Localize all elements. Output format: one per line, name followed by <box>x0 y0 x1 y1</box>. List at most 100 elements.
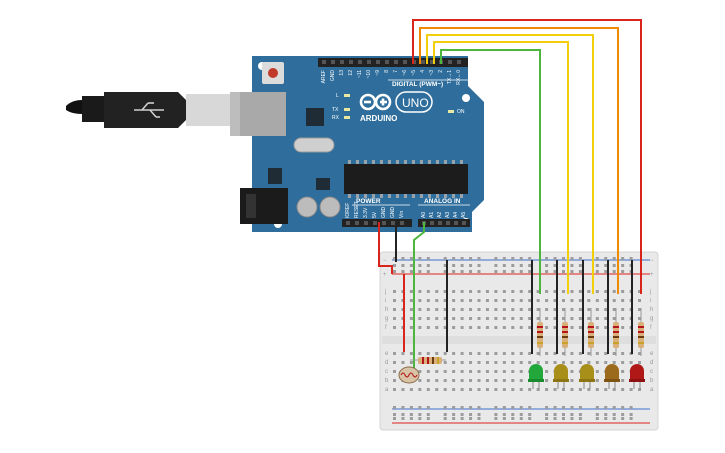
terminal-hole <box>562 308 565 311</box>
terminal-hole <box>612 299 616 302</box>
terminal-hole <box>621 388 625 391</box>
rail-hole <box>528 413 532 416</box>
rail-hole <box>409 257 413 260</box>
terminal-hole <box>511 379 515 382</box>
terminal-hole <box>519 299 523 302</box>
terminal-hole <box>477 308 481 311</box>
rail-hole <box>519 257 523 260</box>
svg-text:+: + <box>650 272 654 278</box>
rail-hole <box>443 417 447 420</box>
rail-hole <box>578 417 582 420</box>
terminal-hole <box>502 290 506 293</box>
rail-hole <box>629 417 633 420</box>
led-green <box>528 364 544 389</box>
terminal-hole <box>595 326 599 329</box>
terminal-hole <box>519 370 523 373</box>
terminal-hole <box>435 299 439 302</box>
terminal-hole <box>443 299 447 302</box>
digital-pin-label: 7 <box>393 70 399 73</box>
digital-pin-label: 2 <box>438 70 444 73</box>
rail-hole <box>570 270 574 273</box>
rail-hole <box>511 406 515 409</box>
header-pin <box>430 60 434 64</box>
terminal-hole <box>553 308 557 311</box>
header-pin <box>382 221 386 225</box>
terminal-hole <box>426 317 430 320</box>
rail-hole <box>621 264 625 267</box>
terminal-hole <box>435 352 439 355</box>
terminal-hole <box>511 299 515 302</box>
rail-hole <box>426 417 430 420</box>
header-pin <box>462 221 466 225</box>
terminal-hole <box>502 379 506 382</box>
row-label: g <box>385 316 388 322</box>
terminal-hole <box>393 326 396 329</box>
terminal-hole <box>485 299 489 302</box>
terminal-hole <box>545 299 549 302</box>
terminal-hole <box>452 361 456 364</box>
rail-hole <box>409 270 413 273</box>
digital-pin-label: ~10 <box>366 70 372 79</box>
header-pin <box>457 60 461 64</box>
analog-pin-label: A2 <box>437 212 443 218</box>
terminal-hole <box>578 290 582 293</box>
rail-hole <box>426 413 430 416</box>
resistor <box>613 308 619 356</box>
terminal-hole <box>595 379 599 382</box>
terminal-hole <box>604 361 608 364</box>
terminal-hole <box>477 370 481 373</box>
rail-hole <box>477 257 481 260</box>
header-pin <box>394 60 398 64</box>
header-pin <box>446 221 450 225</box>
terminal-hole <box>528 308 532 311</box>
digital-pin-label: 13 <box>339 70 345 76</box>
analog-in-label: ANALOG IN <box>424 198 461 205</box>
rail-hole <box>452 270 456 273</box>
terminal-hole <box>401 352 405 355</box>
rail-hole <box>418 406 422 409</box>
rail-hole <box>553 406 557 409</box>
terminal-hole <box>469 299 473 302</box>
terminal-hole <box>570 299 574 302</box>
rail-hole <box>595 417 599 420</box>
header-pin <box>448 60 452 64</box>
rail-hole <box>570 413 574 416</box>
rail-hole <box>418 264 422 267</box>
header-pin <box>364 221 368 225</box>
terminal-hole <box>621 352 625 355</box>
terminal-hole <box>426 326 430 329</box>
terminal-hole <box>570 379 574 382</box>
header-pin <box>430 221 434 225</box>
row-label: f <box>385 325 387 331</box>
row-label: c <box>650 369 653 375</box>
uno-label: UNO <box>402 96 429 110</box>
row-label: d <box>650 360 653 366</box>
rail-hole <box>578 413 582 416</box>
terminal-hole <box>494 317 498 320</box>
l-led-label: L <box>336 93 339 99</box>
header-pin <box>391 221 395 225</box>
terminal-hole <box>536 308 540 311</box>
terminal-hole <box>562 388 565 391</box>
terminal-hole <box>409 388 413 391</box>
terminal-hole <box>401 308 405 311</box>
photoresistor <box>398 366 420 384</box>
digital-pin-label: AREF <box>321 70 327 83</box>
terminal-hole <box>578 326 582 329</box>
terminal-hole <box>435 290 439 293</box>
terminal-hole <box>435 308 439 311</box>
terminal-hole <box>553 352 557 355</box>
leds <box>528 364 645 389</box>
rail-hole <box>393 417 396 420</box>
terminal-hole <box>409 317 413 320</box>
analog-pin-label: A1 <box>429 212 435 218</box>
terminal-hole <box>545 326 549 329</box>
rail-hole <box>562 417 565 420</box>
terminal-hole <box>485 326 489 329</box>
terminal-hole <box>418 388 422 391</box>
terminal-hole <box>545 317 549 320</box>
terminal-hole <box>452 379 456 382</box>
terminal-hole <box>528 352 532 355</box>
rail-hole <box>443 264 447 267</box>
